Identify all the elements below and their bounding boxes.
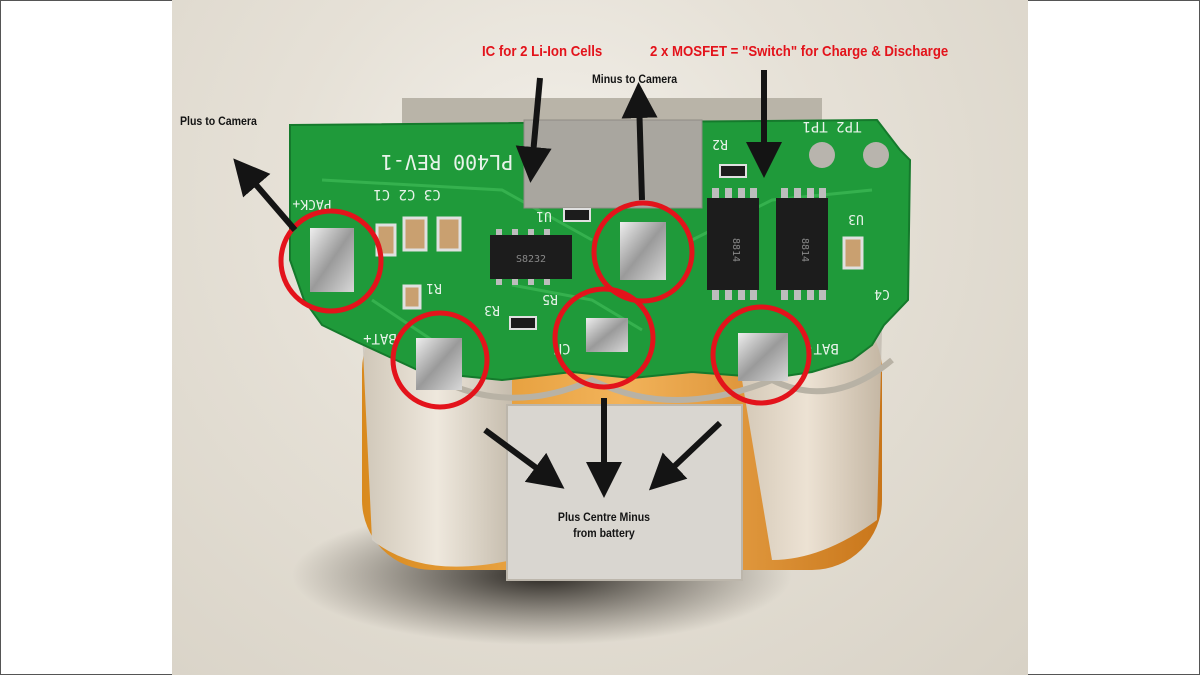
silkscreen-u3: U3 [848, 211, 864, 226]
pad-bat-minus [738, 333, 788, 381]
pad-minus-camera [620, 222, 666, 280]
label-battery-line2: from battery [573, 526, 635, 540]
silkscreen-bat-minus: BAT- [805, 340, 839, 356]
circle-bat-minus [710, 304, 812, 406]
silkscreen-pack-plus: PACK+ [292, 196, 331, 211]
mosfet-1-marking: 8814 [730, 238, 741, 262]
ic-chip-marking: S8232 [516, 254, 546, 265]
silkscreen-model: PL400 REV-1 [381, 150, 513, 174]
silkscreen-r2: R2 [712, 136, 728, 151]
pad-pack-plus [310, 228, 354, 292]
silkscreen-c4: C4 [874, 286, 890, 301]
battery-pcb-photo: S8232 8814 8814 [172, 0, 1028, 675]
silkscreen-r3: R3 [484, 302, 500, 317]
silkscreen-c-labels: C3 C2 C1 [373, 186, 440, 202]
label-minus-camera: Minus to Camera [592, 72, 678, 86]
highlight-circles [278, 200, 812, 410]
label-battery-line1: Plus Centre Minus [557, 510, 651, 524]
circle-cn [552, 286, 656, 390]
label-mosfet: 2 x MOSFET = "Switch" for Charge & Disch… [650, 43, 949, 60]
silkscreen-r1: R1 [426, 280, 442, 295]
photo-illustration: S8232 8814 8814 [233, 70, 912, 645]
arrow-minus-camera [621, 82, 658, 201]
silkscreen-tp-labels: TP2 TP1 [802, 118, 861, 134]
pad-cn [586, 318, 628, 352]
silkscreen: PL400 REV-1 C3 C2 C1 TP2 TP1 R2 U1 U3 R1… [292, 118, 890, 356]
test-point-2 [863, 142, 889, 168]
circle-bat-plus [390, 310, 490, 410]
arrow-battery-right [648, 420, 723, 491]
arrow-plus-camera [233, 158, 298, 232]
ic-chip: S8232 [490, 229, 572, 285]
pad-bat-plus [416, 338, 462, 390]
silkscreen-u1: U1 [536, 208, 552, 223]
silkscreen-r5: R5 [542, 291, 558, 306]
smd-components [375, 164, 864, 330]
arrow-ic [515, 77, 552, 183]
label-plus-camera: Plus to Camera [180, 114, 257, 128]
annotation-arrows [233, 70, 782, 498]
circle-pack-plus [278, 208, 384, 314]
circle-minus-camera [591, 200, 695, 304]
arrow-battery-left [483, 427, 565, 489]
mosfet-chips: 8814 8814 [707, 188, 828, 300]
silkscreen-bat-plus: BAT+ [363, 330, 397, 346]
label-ic: IC for 2 Li-Ion Cells [482, 43, 603, 60]
metal-plate [523, 119, 703, 209]
mosfet-2-marking: 8814 [799, 238, 810, 262]
test-point-1 [809, 142, 835, 168]
